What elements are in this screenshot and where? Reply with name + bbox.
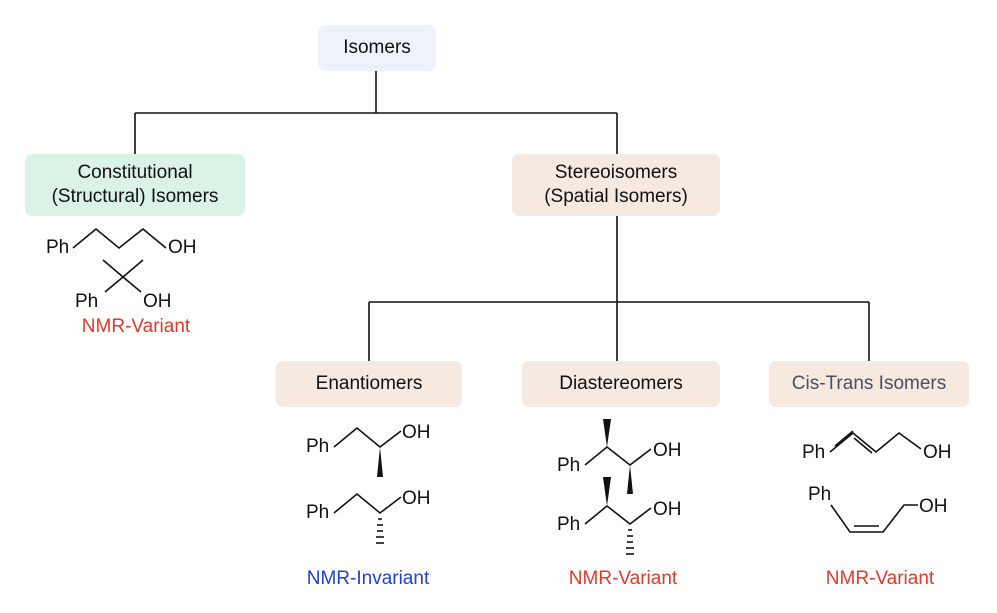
oh-label: OH <box>653 440 682 461</box>
oh-label: OH <box>923 442 952 463</box>
node-isomers-label: Isomers <box>343 37 411 58</box>
node-diastereomers-label: Diastereomers <box>559 373 683 394</box>
molecule-enantiomer-s: Ph OH <box>306 488 431 544</box>
molecule-phenylpropanol: Ph OH <box>46 227 197 258</box>
ph-label: Ph <box>557 514 580 535</box>
ph-label: Ph <box>306 436 329 457</box>
oh-label: OH <box>919 496 948 517</box>
node-stereoisomers: Stereoisomers (Spatial Isomers) <box>512 154 720 216</box>
ph-label: Ph <box>46 237 69 258</box>
molecule-diastereomer-1: Ph OH <box>557 419 682 494</box>
oh-label: OH <box>143 291 172 312</box>
node-constitutional-isomers: Constitutional (Structural) Isomers <box>25 154 245 216</box>
nmr-annotation-diastereomers: NMR-Variant <box>568 568 678 589</box>
oh-label: OH <box>168 237 197 258</box>
node-stereoisomers-line2: (Spatial Isomers) <box>544 186 688 207</box>
node-constitutional-line1: Constitutional <box>77 162 193 183</box>
node-cis-trans-isomers: Cis-Trans Isomers <box>769 361 969 407</box>
nmr-annotation-enantiomers: NMR-Invariant <box>306 568 430 589</box>
oh-label: OH <box>653 499 682 520</box>
node-stereoisomers-line1: Stereoisomers <box>554 162 678 183</box>
oh-label: OH <box>402 488 431 509</box>
nmr-annotation-cis-trans: NMR-Variant <box>825 568 935 589</box>
node-cis-trans-label: Cis-Trans Isomers <box>791 373 947 394</box>
nmr-annotation-constitutional: NMR-Variant <box>81 316 191 337</box>
molecule-enantiomer-r: Ph OH <box>306 422 431 477</box>
molecule-trans-cinnamyl-alcohol: Ph OH <box>802 430 952 463</box>
molecule-cis-cinnamyl-alcohol: Ph OH <box>808 484 948 533</box>
molecule-phenylpropan-2-ol <box>102 259 144 293</box>
tree-connectors <box>134 71 870 361</box>
ph-label: Ph <box>808 484 831 505</box>
ph-label: Ph <box>802 442 825 463</box>
node-constitutional-line2: (Structural) Isomers <box>51 186 219 207</box>
ph-label: Ph <box>75 291 98 312</box>
oh-label: OH <box>402 422 431 443</box>
molecule-diastereomer-2: Ph OH <box>557 477 682 555</box>
node-enantiomers-label: Enantiomers <box>315 373 423 394</box>
ph-label: Ph <box>306 502 329 523</box>
node-isomers: Isomers <box>318 25 436 71</box>
node-enantiomers: Enantiomers <box>276 361 462 407</box>
ph-label: Ph <box>557 455 580 476</box>
node-diastereomers: Diastereomers <box>522 361 720 407</box>
